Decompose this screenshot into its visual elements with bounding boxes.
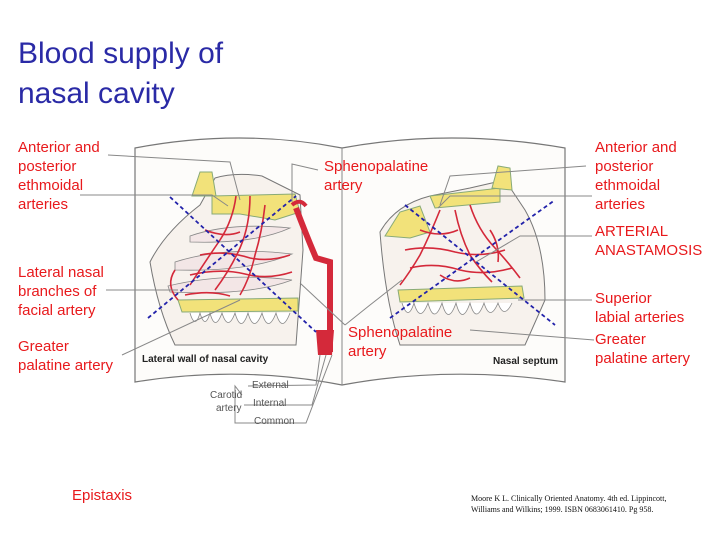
lateral-wall-illustration <box>147 171 334 355</box>
caption-nasal-septum: Nasal septum <box>493 356 559 367</box>
carotid-label-1: Carotid <box>210 390 243 401</box>
label-sphenopalatine-top: Sphenopalatine artery <box>324 158 429 194</box>
sphenoid-bone-right <box>384 205 431 239</box>
label-superior-labial: Superior labial arteries <box>595 290 685 326</box>
anastomosis-line-right-2 <box>389 199 556 319</box>
label-ethmoidal-left: Anterior and posterior ethmoidal arterie… <box>18 139 100 213</box>
frontal-bone-left <box>191 171 217 197</box>
palate-right <box>397 285 525 303</box>
palate-left <box>177 297 299 313</box>
anastomosis-line-left-2 <box>147 195 297 319</box>
anastomosis-line-left-1 <box>169 196 317 333</box>
cribriform-bone-left <box>211 193 301 221</box>
title-line-2: nasal cavity <box>18 77 175 110</box>
external-carotid-label: External <box>252 380 289 391</box>
internal-carotid-label: Internal <box>253 398 287 409</box>
teeth-right <box>401 301 513 315</box>
label-greater-palatine-right: Greater palatine artery <box>595 331 691 367</box>
label-ethmoidal-right: Anterior and posterior ethmoidal arterie… <box>595 139 677 213</box>
maxillary-artery <box>293 206 333 352</box>
label-lateral-nasal: Lateral nasal branches of facial artery <box>18 264 104 319</box>
common-carotid-label: Common <box>254 416 295 427</box>
title-line-1: Blood supply of <box>18 37 224 70</box>
reference-citation: Moore K L. Clinically Oriented Anatomy. … <box>471 494 667 514</box>
topic-epistaxis: Epistaxis <box>72 487 133 504</box>
label-greater-palatine-left: Greater palatine artery <box>18 338 114 374</box>
cribriform-bone-right <box>429 187 501 209</box>
arteries-left <box>169 195 293 301</box>
caption-lateral-wall: Lateral wall of nasal cavity <box>142 354 269 365</box>
sphenopalatine-branch <box>290 199 308 208</box>
nasal-septum-illustration <box>379 165 556 346</box>
teeth-left <box>189 311 291 324</box>
leader-lines <box>80 154 595 424</box>
carotid-label-2: artery <box>216 403 242 414</box>
label-sphenopalatine-bottom: Sphenopalatine artery <box>348 324 453 360</box>
carotid-artery-trunk <box>316 330 334 355</box>
label-arterial-anastamosis: ARTERIAL ANASTAMOSIS <box>595 223 703 259</box>
slide-title: Blood supply of nasal cavity <box>18 34 223 114</box>
